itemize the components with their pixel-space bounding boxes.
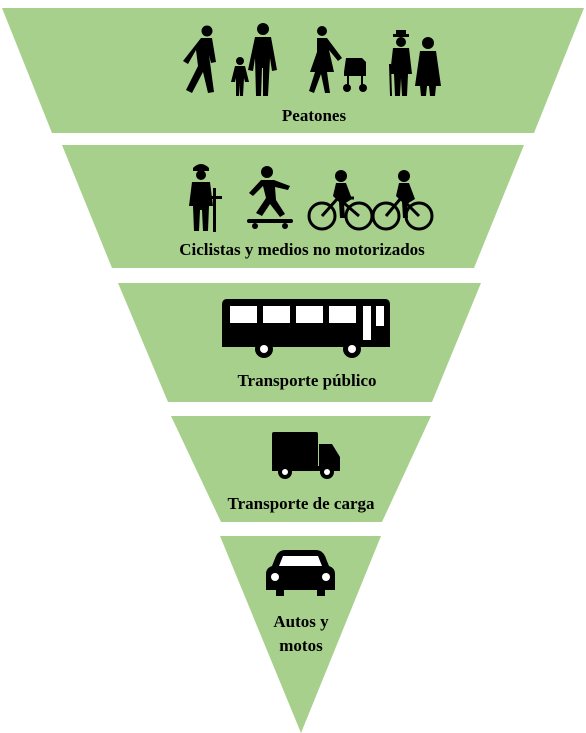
cyclist-with-bike-icon <box>189 164 222 232</box>
walking-man-icon <box>183 25 216 93</box>
tier-label: Autos y <box>273 612 329 631</box>
cyclist-icon <box>371 170 434 231</box>
parent-with-child-icon <box>231 23 277 96</box>
car-icon <box>266 550 335 596</box>
truck-icon <box>272 432 340 479</box>
skateboarder-icon <box>247 166 293 229</box>
woman-with-stroller-icon <box>309 26 367 93</box>
tier-cyclists-non-motorized: Ciclistas y medios no motorizados <box>62 145 524 268</box>
tier-pedestrians: Peatones <box>2 8 584 133</box>
tier-label: Ciclistas y medios no motorizados <box>179 240 425 259</box>
tier-band <box>220 536 381 733</box>
tier-label: Transporte público <box>237 371 376 390</box>
bus-icon <box>222 299 390 358</box>
tier-label: Peatones <box>282 106 347 125</box>
tier-label: motos <box>279 636 323 655</box>
tier-cars-motorcycles: Autos y motos <box>220 536 381 733</box>
tier-public-transport: Transporte público <box>118 283 481 402</box>
elderly-couple-icon <box>389 30 441 96</box>
tier-band <box>2 8 584 133</box>
tier-label: Transporte de carga <box>228 494 375 513</box>
tier-freight-transport: Transporte de carga <box>171 416 431 522</box>
